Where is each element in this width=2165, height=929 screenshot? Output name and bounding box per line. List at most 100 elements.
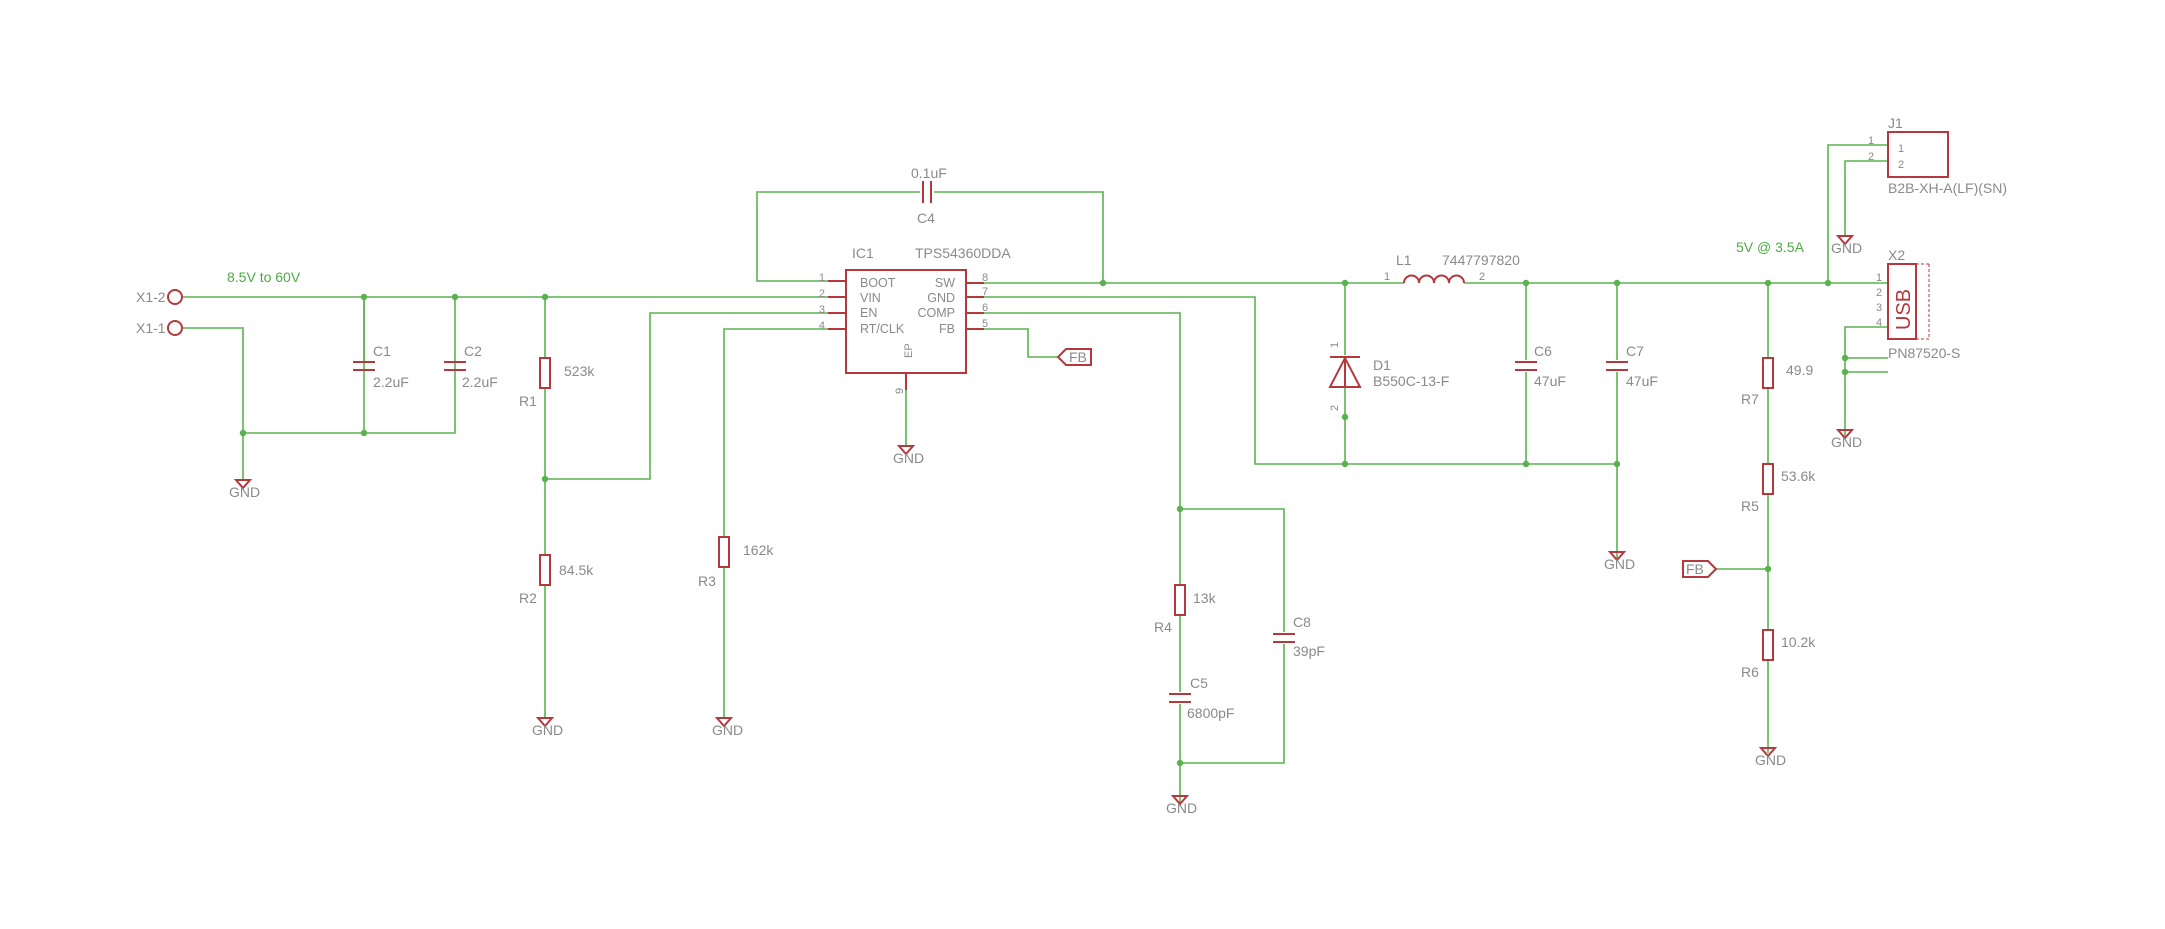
r4-ref: R4 <box>1154 619 1172 635</box>
ic1: IC1 TPS54360DDA 1 2 3 4 BOOT VIN EN RT/C… <box>819 245 1012 394</box>
capacitor-c2: C2 2.2uF <box>444 343 498 390</box>
c5-value: 6800pF <box>1187 705 1234 721</box>
fb-label: FB <box>1069 349 1087 365</box>
fb-net-flag-ic: FB <box>1056 348 1092 366</box>
r3-value: 162k <box>743 542 774 558</box>
fb-net-flag-divider: FB <box>1682 560 1718 578</box>
r2-value: 84.5k <box>559 562 594 578</box>
c1-value: 2.2uF <box>373 374 409 390</box>
gnd-symbol <box>714 717 734 728</box>
ic1-pin-num: 1 <box>819 272 825 284</box>
c7-ref: C7 <box>1626 343 1644 359</box>
ic1-ep-num: 9 <box>894 388 906 394</box>
c7-value: 47uF <box>1626 373 1658 389</box>
ic1-pin-name: FB <box>939 322 955 336</box>
ic1-pin-name: GND <box>927 291 955 305</box>
gnd-symbol <box>1835 235 1855 246</box>
ic1-pin-name: EN <box>860 306 877 320</box>
capacitor-c4: 0.1uF C4 <box>911 165 947 226</box>
r6-ref: R6 <box>1741 664 1759 680</box>
ic1-pin-num: 8 <box>982 272 988 284</box>
c8-ref: C8 <box>1293 614 1311 630</box>
r1-value: 523k <box>564 363 595 379</box>
gnd-label: GND <box>229 484 260 500</box>
l1-value: 7447797820 <box>1442 252 1520 268</box>
net-label-output: 5V @ 3.5A <box>1736 239 1805 255</box>
ic1-pin-num: 3 <box>819 304 825 316</box>
ic1-pin-num: 5 <box>982 318 988 330</box>
capacitor-c6: C6 47uF <box>1514 343 1566 389</box>
c2-value: 2.2uF <box>462 374 498 390</box>
j1-value: B2B-XH-A(LF)(SN) <box>1888 180 2007 196</box>
c8-value: 39pF <box>1293 643 1325 659</box>
resistor-r6: R6 10.2k <box>1741 629 1816 680</box>
resistor-r5: R5 53.6k <box>1741 463 1816 514</box>
capacitor-c7: C7 47uF <box>1605 343 1658 389</box>
j1-ref: J1 <box>1888 115 1903 131</box>
x2-body-label: USB <box>1893 289 1915 330</box>
c1-ref: C1 <box>373 343 391 359</box>
resistor-r2: R2 84.5k <box>519 554 594 606</box>
ic1-pin-num: 6 <box>982 302 988 314</box>
gnd-label: GND <box>1166 800 1197 816</box>
l1-ref: L1 <box>1396 252 1412 268</box>
connector-x2-usb: USB X2 PN87520-S 1 2 3 4 <box>1876 247 1960 361</box>
capacitor-c8: C8 39pF <box>1272 614 1325 659</box>
j1-pin-label: 1 <box>1898 143 1904 155</box>
gnd-label: GND <box>893 450 924 466</box>
ic1-pin-num: 2 <box>819 288 825 300</box>
capacitor-c1: C1 2.2uF <box>353 297 409 390</box>
ic1-pin-name: BOOT <box>860 276 896 290</box>
gnd-symbol <box>1758 747 1778 758</box>
gnd-symbol <box>1607 551 1627 562</box>
ic1-ref: IC1 <box>852 245 874 261</box>
r3-ref: R3 <box>698 573 716 589</box>
j1-pin-num: 2 <box>1868 151 1874 163</box>
ic1-pin-name: VIN <box>860 291 881 305</box>
ic1-ep-label: EP <box>903 343 915 358</box>
x1-pin2-label: X1-2 <box>136 289 166 305</box>
wires <box>182 144 1890 806</box>
d1-value: B550C-13-F <box>1373 373 1449 389</box>
gnd-symbol <box>1170 795 1190 806</box>
ic1-pin-num: 4 <box>819 320 825 332</box>
r1-ref: R1 <box>519 393 537 409</box>
gnd-label: GND <box>1831 240 1862 256</box>
d1-pin-num: 1 <box>1329 342 1341 348</box>
ic1-part: TPS54360DDA <box>915 245 1011 261</box>
r5-ref: R5 <box>1741 498 1759 514</box>
ic1-pin-name: RT/CLK <box>860 322 905 336</box>
r6-value: 10.2k <box>1781 634 1816 650</box>
ic1-pin-name: COMP <box>918 306 956 320</box>
x2-pin-num: 1 <box>1876 272 1882 284</box>
x2-ref: X2 <box>1888 247 1905 263</box>
junctions <box>239 279 1849 767</box>
net-label-input: 8.5V to 60V <box>227 269 301 285</box>
fb-label: FB <box>1686 561 1704 577</box>
r5-value: 53.6k <box>1781 468 1816 484</box>
c4-ref: C4 <box>917 210 935 226</box>
resistor-r1: R1 523k <box>519 357 595 409</box>
gnd-symbol <box>233 479 253 490</box>
gnd-label: GND <box>532 722 563 738</box>
inductor-l1: L1 7447797820 1 2 <box>1384 252 1520 288</box>
resistor-r4: R4 13k <box>1154 584 1217 635</box>
x1-pin1-label: X1-1 <box>136 320 166 336</box>
gnd-symbols <box>233 235 1855 806</box>
d1-pin-num: 2 <box>1329 405 1341 411</box>
gnd-symbol <box>535 717 555 728</box>
gnd-label: GND <box>1755 752 1786 768</box>
gnd-symbol <box>1835 429 1855 440</box>
l1-pin-num: 1 <box>1384 271 1390 283</box>
ic1-pin-num: 7 <box>982 286 988 298</box>
c4-value: 0.1uF <box>911 165 947 181</box>
c6-value: 47uF <box>1534 373 1566 389</box>
r7-ref: R7 <box>1741 391 1759 407</box>
c2-ref: C2 <box>464 343 482 359</box>
gnd-label: GND <box>1831 434 1862 450</box>
gnd-label: GND <box>1604 556 1635 572</box>
x2-pin-num: 4 <box>1876 317 1882 329</box>
resistor-r7: R7 49.9 <box>1741 357 1813 407</box>
x2-pin-num: 3 <box>1876 302 1882 314</box>
